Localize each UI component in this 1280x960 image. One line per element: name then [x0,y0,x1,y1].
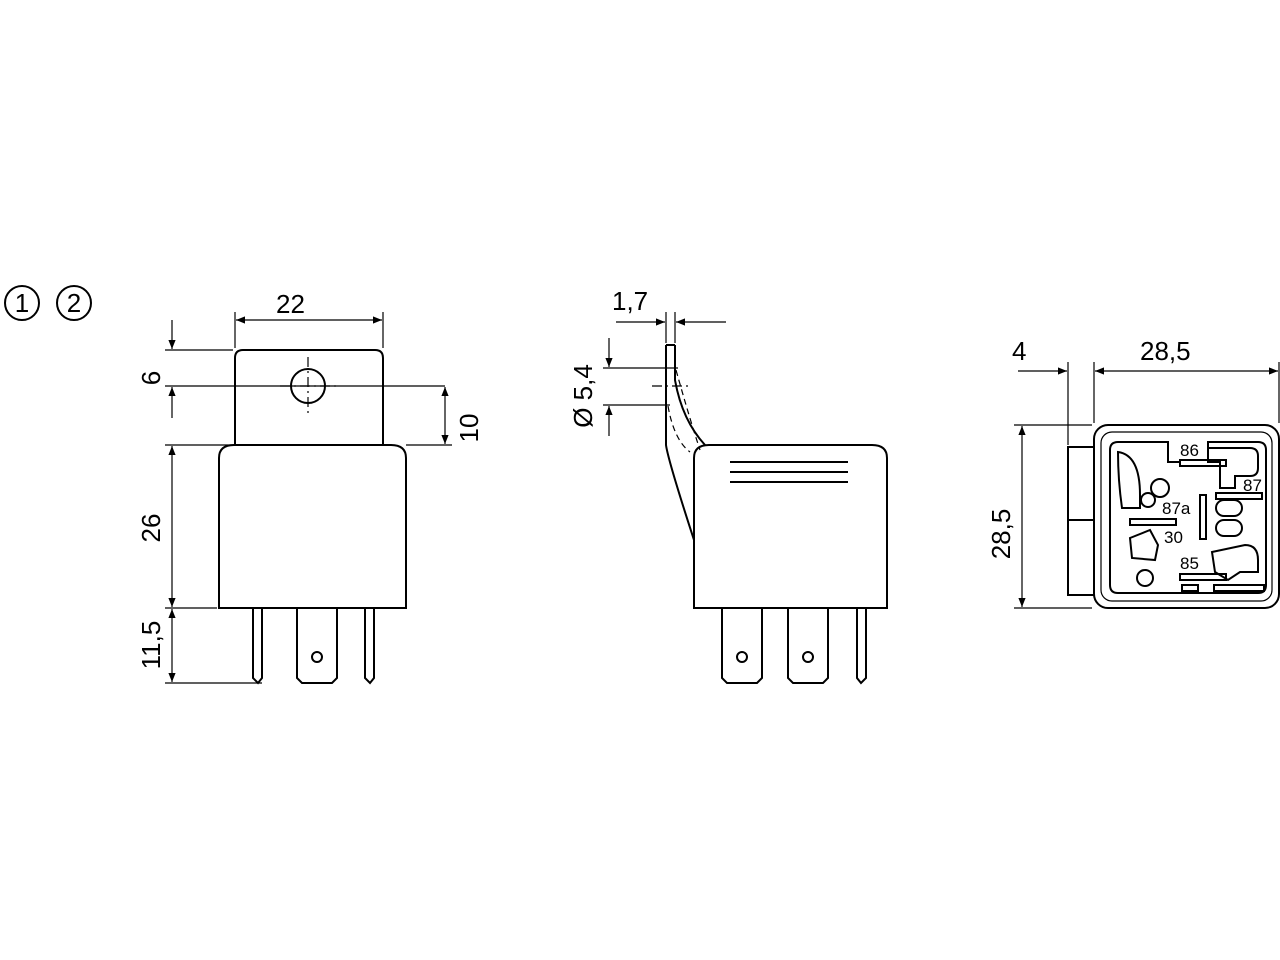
side-view: 1,7 Ø 5,4 [568,286,888,685]
pin-view: 86 87 87a 30 85 4 28,5 28,5 [986,336,1280,609]
front-bracket [234,349,384,445]
front-pin-center-hole [311,651,323,663]
dim-pin-view-offset-label: 4 [1012,336,1026,366]
dim-front-width-label: 22 [276,289,305,319]
dim-side-hole-diameter-label: Ø 5,4 [568,364,598,428]
pin-87-label: 87 [1243,476,1262,495]
front-view: 22 6 10 26 11,5 [136,289,484,685]
dim-front-body-height-label: 26 [136,514,166,543]
dim-front-bracket-top-label: 6 [136,371,166,385]
front-pin-left [252,608,263,685]
side-pin-center [787,608,829,684]
dim-pin-view-width-label: 28,5 [1140,336,1191,366]
pin-87a-slot [1199,494,1207,540]
side-pin-right [856,608,867,685]
pin-86-slot [1179,459,1227,467]
pin-87a-label: 87a [1162,499,1191,518]
side-body [693,444,888,609]
pin-85-label: 85 [1180,554,1199,573]
pin-view-floor [1109,441,1267,594]
marker-1: 1 [4,285,40,321]
dim-front-hole-offset-label: 10 [454,414,484,443]
front-body [218,444,407,609]
front-pin-center [296,608,338,684]
marker-2-label: 2 [67,288,81,318]
front-pin-right [364,608,375,685]
pin-85-slot [1179,573,1227,581]
dim-side-bracket-thickness-label: 1,7 [612,286,648,316]
dim-pin-view-height-label: 28,5 [986,509,1016,560]
marker-1-label: 1 [15,288,29,318]
dim-front-pin-length-label: 11,5 [136,621,166,670]
side-pin-left [721,608,763,684]
pin-30-slot [1129,518,1177,526]
pin-view-housing [1093,424,1280,609]
pin-30-label: 30 [1164,528,1183,547]
side-bracket [665,345,695,541]
pin-87-slot [1215,492,1263,500]
pin-86-label: 86 [1180,441,1199,460]
marker-2: 2 [56,285,92,321]
